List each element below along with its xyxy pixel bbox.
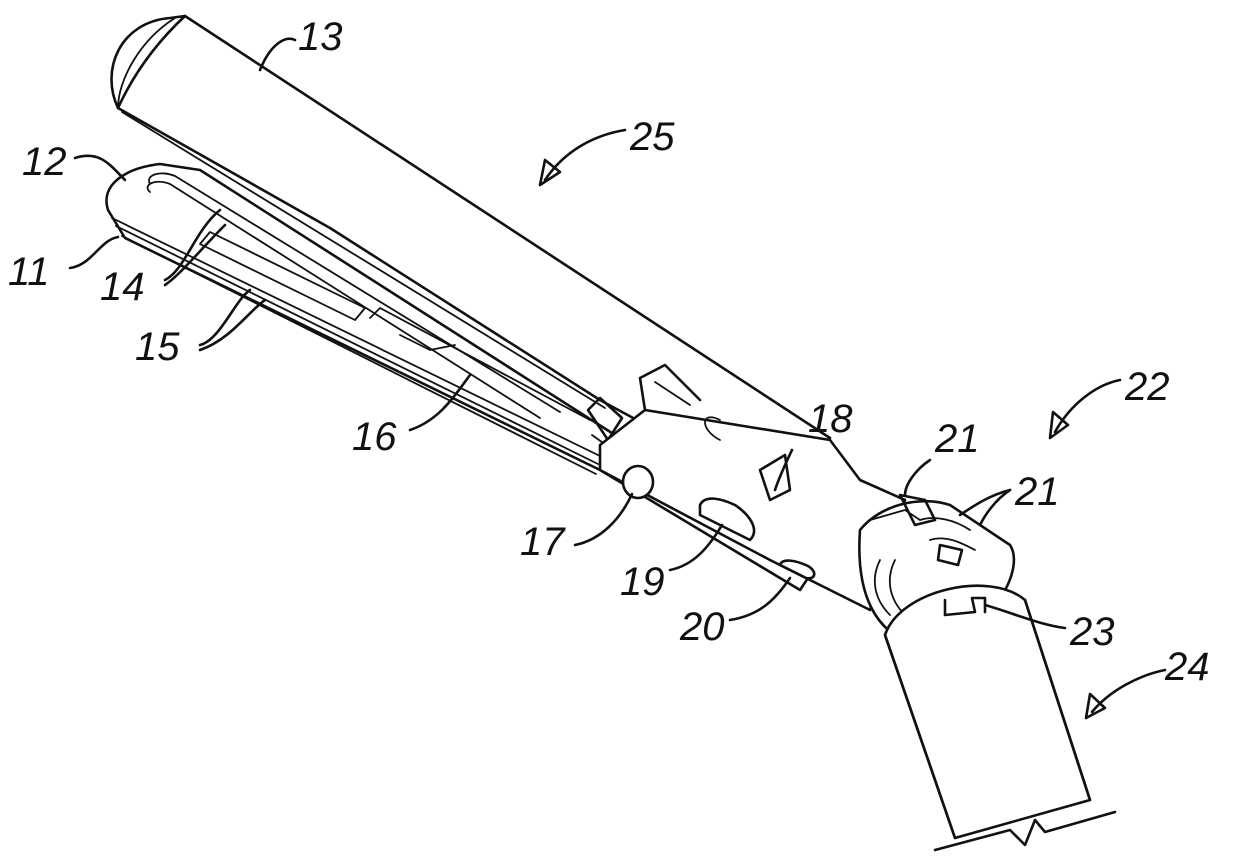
label-25: 25 <box>629 115 675 159</box>
label-22: 22 <box>1124 365 1170 409</box>
arrow-25 <box>540 130 625 185</box>
label-11: 11 <box>8 250 50 294</box>
label-24: 24 <box>1164 645 1210 689</box>
label-19: 19 <box>620 560 665 604</box>
label-15: 15 <box>135 325 180 369</box>
arrow-24 <box>1086 670 1165 718</box>
label-12: 12 <box>22 140 67 184</box>
label-17: 17 <box>520 520 566 564</box>
label-13: 13 <box>298 15 343 59</box>
label-14: 14 <box>100 265 145 309</box>
arrow-22 <box>1050 380 1120 438</box>
label-21-upper: 21 <box>934 417 980 461</box>
label-21-lower: 21 <box>1014 470 1060 514</box>
label-20: 20 <box>679 605 725 649</box>
label-23: 23 <box>1069 610 1115 654</box>
label-18: 18 <box>808 397 853 441</box>
label-16: 16 <box>352 415 397 459</box>
